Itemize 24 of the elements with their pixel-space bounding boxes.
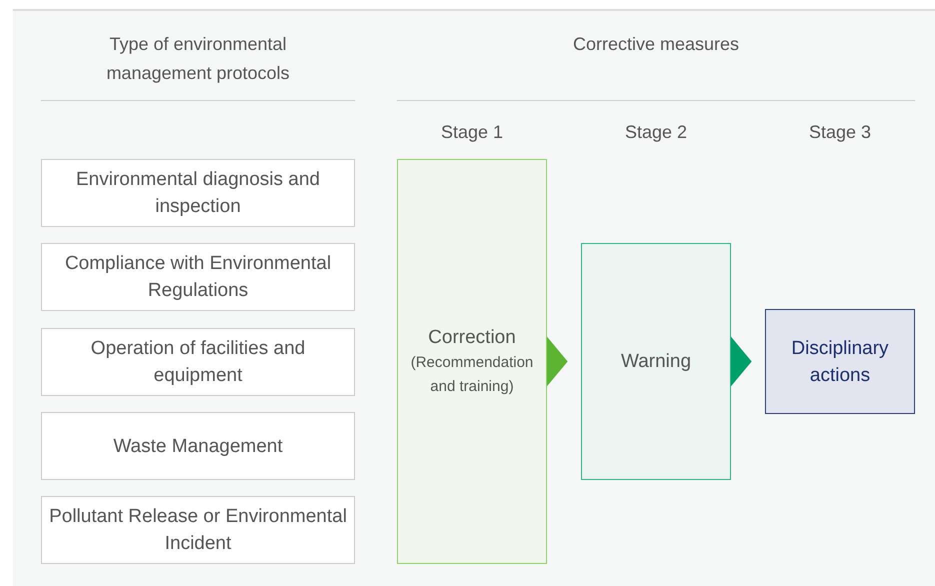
stage-label: Stage 2 <box>624 121 688 144</box>
protocol-box <box>41 496 355 564</box>
box-text: Environmental diagnosis and inspection <box>75 168 321 219</box>
stage-box <box>397 159 547 564</box>
box-text: Compliance with Environmental Regulations <box>64 252 332 303</box>
chevron-arrow <box>546 336 568 387</box>
box-subtext: (Recommendation and training) <box>410 353 534 397</box>
column-heading: Type of environmental management protocols <box>105 33 291 85</box>
stage-box <box>581 243 731 480</box>
box-text: Warning <box>620 350 692 374</box>
stage-label: Stage 3 <box>808 121 872 144</box>
column-heading: Corrective measures <box>572 33 740 56</box>
box-text: Correction <box>428 326 516 350</box>
box-text: Disciplinary actions <box>790 336 890 388</box>
protocol-box <box>41 159 355 227</box>
chevron-arrow <box>730 336 752 387</box>
box-text: Waste Management <box>113 434 283 458</box>
protocol-box <box>41 328 355 396</box>
stage-label: Stage 1 <box>440 121 504 144</box>
protocol-box <box>41 412 355 480</box>
stage-box <box>765 309 915 414</box>
box-text: Pollutant Release or Environmental Incident <box>48 505 348 556</box>
box-text: Operation of facilities and equipment <box>90 337 306 388</box>
protocol-box <box>41 243 355 311</box>
